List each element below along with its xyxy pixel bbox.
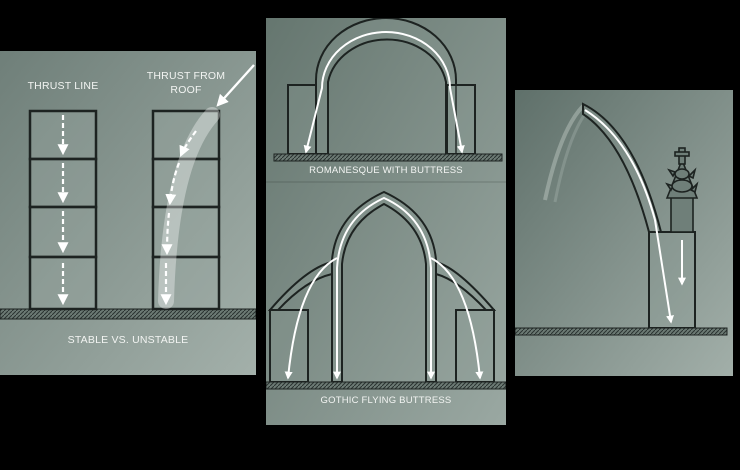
panel-arches: ROMANESQUE WITH BUTTRESS GOTHIC FLYING B… (266, 18, 506, 425)
panel-thrust-line: THRUST LINE THRUST FROM ROOF STABLE VS. … (0, 51, 256, 375)
thrust-from-roof-label-line1: THRUST FROM (146, 70, 226, 82)
pinnacle-diagram (515, 90, 733, 376)
thrust-diagram (0, 51, 256, 375)
thrust-from-roof-label-line2: ROOF (170, 84, 202, 96)
gothic-thrust-arrows (284, 196, 484, 380)
pinnacle-ornament (665, 147, 699, 233)
roof-thrust-arrow (216, 64, 255, 107)
romanesque-thrust-arrow (303, 31, 465, 154)
thrust-line-label: THRUST LINE (27, 80, 99, 92)
arch-diagrams (266, 18, 506, 425)
romanesque-caption: ROMANESQUE WITH BUTTRESS (309, 165, 463, 176)
pier (648, 231, 696, 329)
romanesque-buttress-left (287, 84, 317, 155)
unstable-thrust-arrows (160, 130, 197, 306)
romanesque-ground (273, 153, 503, 162)
gothic-ground (266, 381, 506, 390)
gothic-caption: GOTHIC FLYING BUTTRESS (320, 395, 452, 406)
stable-vs-unstable-caption: STABLE VS. UNSTABLE (67, 334, 189, 346)
unstable-block-stack (151, 109, 221, 311)
pinnacle-ground (515, 327, 728, 336)
unstable-thrust-band (158, 107, 220, 309)
ground-strip (0, 308, 256, 320)
panel-pinnacle (515, 90, 733, 376)
pinnacle-thrust-arrows (584, 109, 686, 324)
